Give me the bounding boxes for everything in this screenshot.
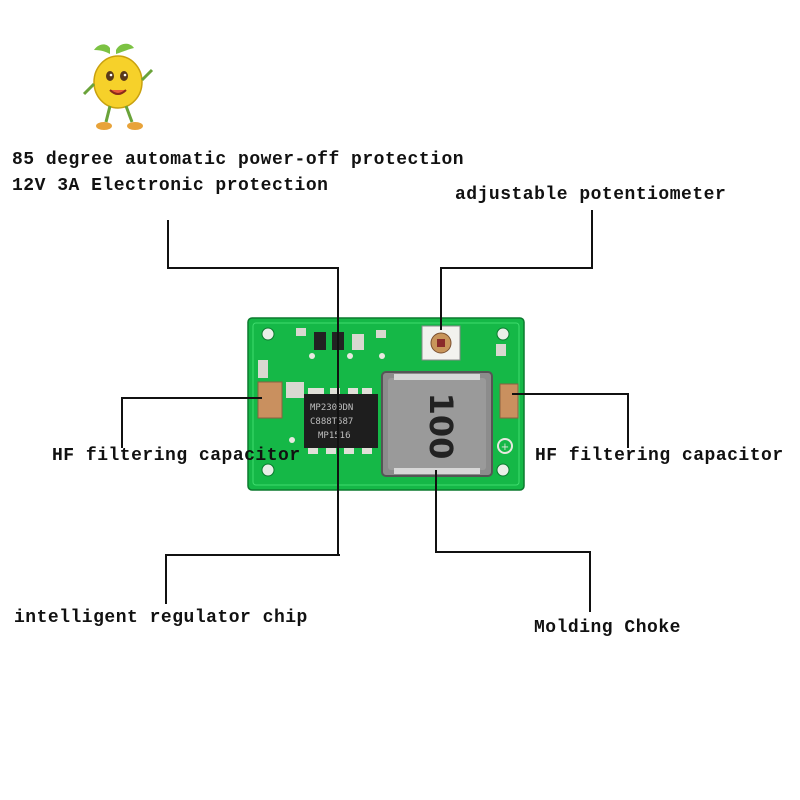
- inductor-text: 100: [422, 393, 460, 460]
- hf-capacitor-label-right: HF filtering capacitor: [535, 446, 784, 466]
- leader-lines: [121, 210, 629, 612]
- regulator-chip-label: intelligent regulator chip: [14, 608, 308, 628]
- molding-choke: 100: [381, 371, 493, 477]
- leader-regulator: [165, 554, 340, 604]
- chip-text-line-3: MP1516: [318, 431, 351, 441]
- molding-choke-label: Molding Choke: [534, 618, 681, 638]
- chip-text-line-1: MP2300DN: [310, 403, 353, 413]
- protection-label-line-2: 12V 3A Electronic protection: [12, 176, 329, 196]
- lemon-mascot-logo: [82, 43, 154, 130]
- leader-potentiometer: [440, 210, 593, 330]
- capacitor-left: [257, 381, 283, 419]
- leader-cap-left: [121, 397, 262, 448]
- leader-protection: [167, 220, 339, 555]
- chip-text-line-2: C888T587: [310, 417, 353, 427]
- hf-capacitor-label-left: HF filtering capacitor: [52, 446, 301, 466]
- regulator-chip: MP2300DN C888T587 MP1516: [304, 388, 378, 454]
- potentiometer: [421, 325, 461, 361]
- svg-text:+: +: [501, 442, 509, 453]
- leader-choke: [435, 470, 591, 612]
- leader-cap-right: [512, 393, 629, 448]
- protection-label-line-1: 85 degree automatic power-off protection: [12, 150, 465, 170]
- potentiometer-label: adjustable potentiometer: [455, 185, 727, 205]
- capacitor-right: [499, 383, 519, 419]
